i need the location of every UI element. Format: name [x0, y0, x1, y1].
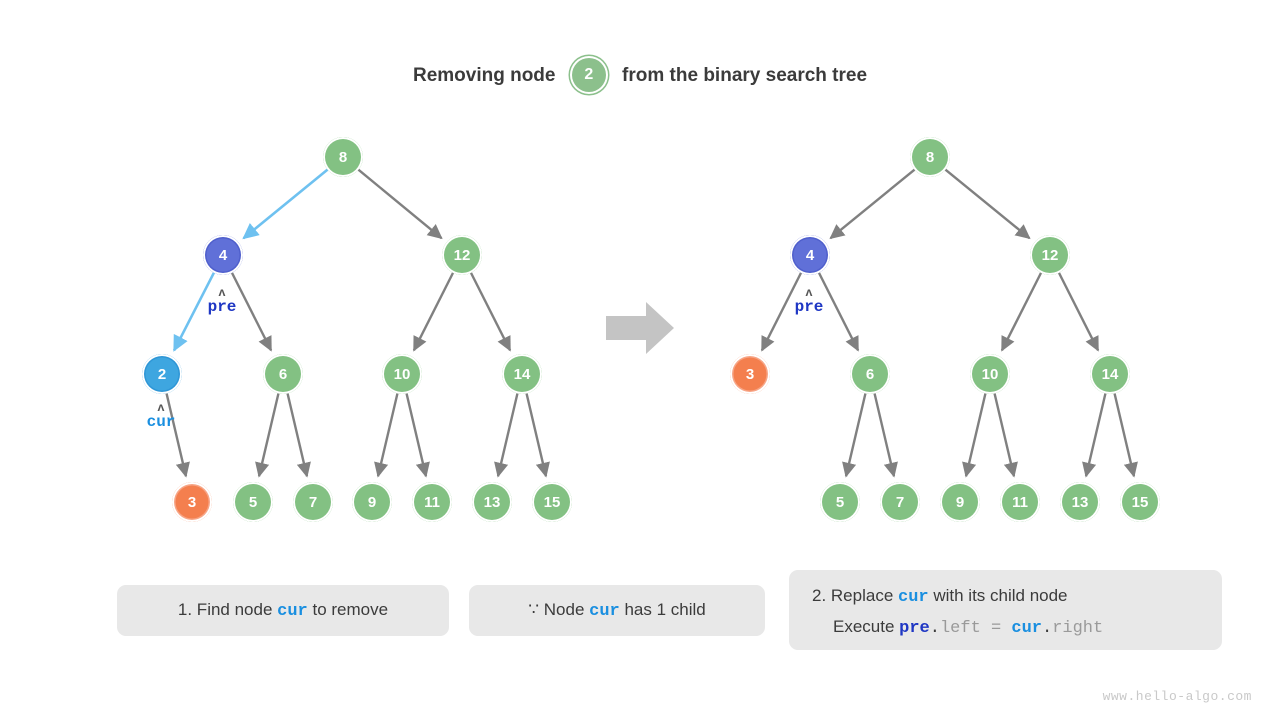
tree-node-9[interactable]: 9 [352, 482, 392, 522]
tree-node-10[interactable]: 10 [382, 354, 422, 394]
cap3-left-field: left [939, 619, 981, 638]
tree-edge [469, 272, 512, 352]
tree-edge [842, 393, 867, 478]
tree-edge [525, 393, 550, 478]
tree-node-5[interactable]: 5 [233, 482, 273, 522]
tree-edge [1057, 272, 1100, 352]
tree-edge [1082, 393, 1107, 478]
tree-edge [374, 393, 399, 478]
tree-edge [286, 393, 311, 478]
tree-node-2[interactable]: 2 [142, 354, 182, 394]
cap3-equals: = [980, 619, 1012, 638]
tree-node-4[interactable]: 4 [790, 235, 830, 275]
cap2-cur-token: cur [589, 602, 620, 621]
title-before: Removing node [412, 65, 556, 86]
pointer-label: pre [794, 298, 824, 316]
tree-edge [405, 393, 430, 478]
tree-edge [873, 393, 898, 478]
tree-edge [1113, 393, 1138, 478]
cap3-line1-suffix: with its child node [928, 586, 1068, 605]
cap1-suffix: to remove [307, 600, 389, 619]
tree-node-9[interactable]: 9 [940, 482, 980, 522]
tree-node-12[interactable]: 12 [1030, 235, 1070, 275]
tree-node-4[interactable]: 4 [203, 235, 243, 275]
right-tree-edges [760, 168, 1138, 478]
cap1-cur-token: cur [277, 602, 308, 621]
tree-node-7[interactable]: 7 [880, 482, 920, 522]
tree-node-3[interactable]: 3 [172, 482, 212, 522]
tree-edge [494, 393, 519, 478]
tree-node-10[interactable]: 10 [970, 354, 1010, 394]
tree-edge [993, 393, 1018, 478]
tree-node-15[interactable]: 15 [532, 482, 572, 522]
cap3-dot-2: . [1042, 619, 1053, 638]
caption-reason: ∵ Node cur has 1 child [469, 585, 765, 636]
cap3-cur-token: cur [1011, 619, 1042, 638]
cap3-line2-prefix: Execute [833, 617, 900, 636]
cap3-dot-1: . [929, 619, 940, 638]
tree-node-14[interactable]: 14 [1090, 354, 1130, 394]
caption-step-1: 1. Find node cur to remove [117, 585, 449, 636]
caret-icon: ʌ [157, 401, 165, 415]
tree-node-11[interactable]: 11 [412, 482, 452, 522]
tree-node-13[interactable]: 13 [472, 482, 512, 522]
cap2-prefix: ∵ Node [528, 600, 590, 619]
caption-step-2: 2. Replace cur with its child node Execu… [789, 570, 1222, 650]
tree-edge [1000, 272, 1043, 352]
tree-node-13[interactable]: 13 [1060, 482, 1100, 522]
caret-icon: ʌ [218, 286, 226, 300]
tree-node-5[interactable]: 5 [820, 482, 860, 522]
tree-node-12[interactable]: 12 [442, 235, 482, 275]
tree-node-14[interactable]: 14 [502, 354, 542, 394]
title-after: from the binary search tree [622, 65, 868, 86]
cap2-suffix: has 1 child [619, 600, 706, 619]
tree-edge [255, 393, 280, 478]
tree-edge [357, 168, 443, 240]
cap3-pre-token: pre [899, 619, 930, 638]
cap3-line1-prefix: 2. Replace [812, 586, 898, 605]
cap1-prefix: 1. Find node [177, 600, 278, 619]
tree-node-8[interactable]: 8 [910, 137, 950, 177]
tree-edge [944, 168, 1031, 240]
tree-edge [829, 168, 916, 240]
tree-node-6[interactable]: 6 [850, 354, 890, 394]
tree-edge [412, 272, 455, 352]
tree-node-15[interactable]: 15 [1120, 482, 1160, 522]
pointer-label: cur [146, 413, 176, 431]
tree-node-11[interactable]: 11 [1000, 482, 1040, 522]
caret-icon: ʌ [805, 286, 813, 300]
tree-node-7[interactable]: 7 [293, 482, 333, 522]
left-tree-edges [165, 168, 550, 478]
tree-node-8[interactable]: 8 [323, 137, 363, 177]
page-title: Removing node 2 from the binary search t… [0, 56, 1280, 95]
tree-edge [962, 393, 987, 478]
tree-node-6[interactable]: 6 [263, 354, 303, 394]
pointer-label: pre [207, 298, 237, 316]
watermark: www.hello-algo.com [1102, 689, 1252, 704]
transition-arrow-icon [606, 302, 674, 354]
tree-edge [242, 168, 329, 240]
title-node-badge: 2 [569, 56, 608, 94]
cap3-line1-cur-token: cur [898, 588, 929, 607]
tree-node-3[interactable]: 3 [730, 354, 770, 394]
cap3-right-field: right [1052, 619, 1104, 638]
